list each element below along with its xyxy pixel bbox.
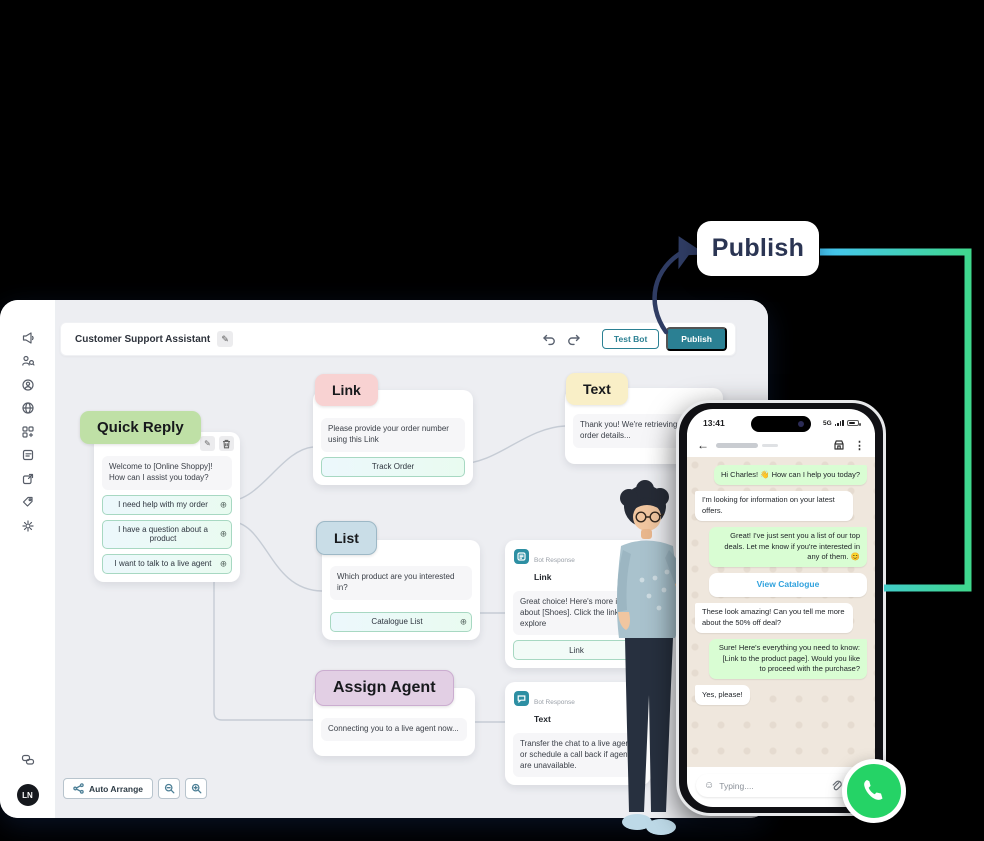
link-node[interactable]: Please provide your order number using t… [313, 390, 473, 485]
auto-arrange-icon [73, 783, 84, 794]
auto-arrange-button[interactable]: Auto Arrange [63, 778, 153, 799]
catalogue-list-button[interactable]: Catalogue List⊕ [330, 611, 472, 632]
chat-message: Yes, please! [695, 685, 750, 705]
camera-dot [798, 421, 804, 427]
bot-link-button[interactable]: Link [513, 640, 640, 661]
bot-response-text-icon [514, 691, 529, 706]
bot-title: Customer Support Assistant [75, 333, 211, 345]
node-label-list[interactable]: List [316, 521, 377, 555]
menu-dots-icon[interactable]: ⋮ [854, 439, 865, 452]
signal-bars-icon [834, 419, 844, 427]
quick-reply-node[interactable]: ✎ Welcome to [Online Shoppy]! How can I … [94, 432, 240, 582]
connector-handle-icon[interactable]: ⊕ [219, 528, 227, 539]
track-order-button[interactable]: Track Order [321, 456, 465, 477]
node-label-quick-reply[interactable]: Quick Reply [80, 411, 201, 444]
assign-agent-message: Connecting you to a live agent now... [321, 718, 467, 741]
chat-icon[interactable] [20, 753, 35, 768]
builder-toolbar: Customer Support Assistant ✎ Test Bot Pu… [60, 322, 736, 356]
undo-icon[interactable] [540, 331, 558, 347]
edit-node-icon[interactable]: ✎ [200, 436, 215, 451]
publish-callout-label: Publish [711, 234, 805, 262]
chat-message: I'm looking for information on your late… [695, 490, 853, 521]
widgets-add-icon[interactable] [20, 424, 35, 439]
audience-search-icon[interactable] [20, 354, 35, 369]
bot-response-type: Bot Response [534, 557, 575, 564]
bot-text-message: Transfer the chat to a live agent or sch… [513, 733, 643, 778]
chat-message: Hi Charles! 👋 How can I help you today? [714, 465, 867, 485]
whatsapp-phone-icon [864, 780, 883, 800]
test-bot-button[interactable]: Test Bot [601, 329, 660, 349]
publish-callout: Publish [697, 221, 819, 276]
bot-response-type: Bot Response [534, 699, 575, 706]
user-avatar[interactable]: LN [16, 784, 39, 806]
contact-icon[interactable] [20, 377, 35, 392]
bot-response-link-icon [514, 549, 529, 564]
storefront-icon[interactable] [833, 439, 845, 451]
settings-gear-icon[interactable] [20, 518, 35, 533]
chat-area: Hi Charles! 👋 How can I help you today? … [687, 457, 875, 767]
sidebar: LN [0, 300, 56, 818]
quick-reply-option-3[interactable]: I want to talk to a live agent⊕ [102, 553, 232, 574]
quick-reply-option-1[interactable]: I need help with my order⊕ [102, 494, 232, 515]
list-message: Which product are you interested in? [330, 566, 472, 600]
view-catalogue-button[interactable]: View Catalogue [709, 573, 867, 597]
phone-screen: 13:41 5G ← ⋮ Hi Charles! 👋 How can I he [687, 409, 875, 807]
attachment-icon[interactable] [831, 780, 842, 791]
canvas-controls: Auto Arrange [63, 778, 207, 799]
globe-icon[interactable] [20, 401, 35, 416]
emoji-icon[interactable]: ☺ [704, 780, 715, 791]
link-message: Please provide your order number using t… [321, 418, 465, 452]
person-illustration [616, 480, 700, 835]
back-arrow-icon[interactable]: ← [697, 438, 709, 452]
redo-icon[interactable] [566, 331, 584, 347]
status-bar: 13:41 5G [687, 409, 875, 433]
battery-icon [847, 420, 861, 426]
zoom-in-button[interactable] [185, 778, 207, 799]
chat-message: These look amazing! Can you tell me more… [695, 602, 853, 633]
bot-response-name: Text [534, 714, 551, 724]
share-box-icon[interactable] [20, 471, 35, 486]
chat-message: Great! I've just sent you a list of our … [709, 526, 867, 567]
status-time: 13:41 [703, 418, 725, 428]
list-node[interactable]: Which product are you interested in? Cat… [322, 540, 480, 640]
typing-placeholder: Typing.... [719, 780, 754, 791]
phone-mockup: 13:41 5G ← ⋮ Hi Charles! 👋 How can I he [676, 400, 886, 816]
edit-title-icon[interactable]: ✎ [217, 331, 234, 347]
contact-status-redacted [762, 443, 778, 447]
dynamic-island [751, 416, 811, 432]
quick-reply-message: Welcome to [Online Shoppy]! How can I as… [102, 456, 232, 490]
megaphone-icon[interactable] [20, 330, 35, 345]
network-label: 5G [822, 419, 832, 427]
tags-icon[interactable] [20, 495, 35, 510]
contact-name-redacted [716, 442, 758, 448]
node-label-text[interactable]: Text [566, 373, 628, 405]
whatsapp-logo [842, 759, 906, 823]
node-label-assign-agent[interactable]: Assign Agent [315, 670, 454, 706]
forms-icon[interactable] [20, 448, 35, 463]
connector-handle-icon[interactable]: ⊕ [219, 558, 227, 569]
quick-reply-option-2[interactable]: I have a question about a product⊕ [102, 519, 232, 549]
zoom-out-button[interactable] [158, 778, 180, 799]
publish-button[interactable]: Publish [666, 327, 727, 351]
delete-node-icon[interactable] [219, 436, 234, 451]
connector-handle-icon[interactable]: ⊕ [459, 616, 467, 627]
chat-message: Sure! Here's everything you need to know… [709, 638, 867, 680]
message-input[interactable]: ☺ Typing.... [696, 774, 866, 797]
node-label-link[interactable]: Link [315, 374, 378, 406]
connector-handle-icon[interactable]: ⊕ [219, 499, 227, 510]
chat-header: ← ⋮ [687, 433, 875, 457]
bot-response-name: Link [534, 572, 552, 582]
